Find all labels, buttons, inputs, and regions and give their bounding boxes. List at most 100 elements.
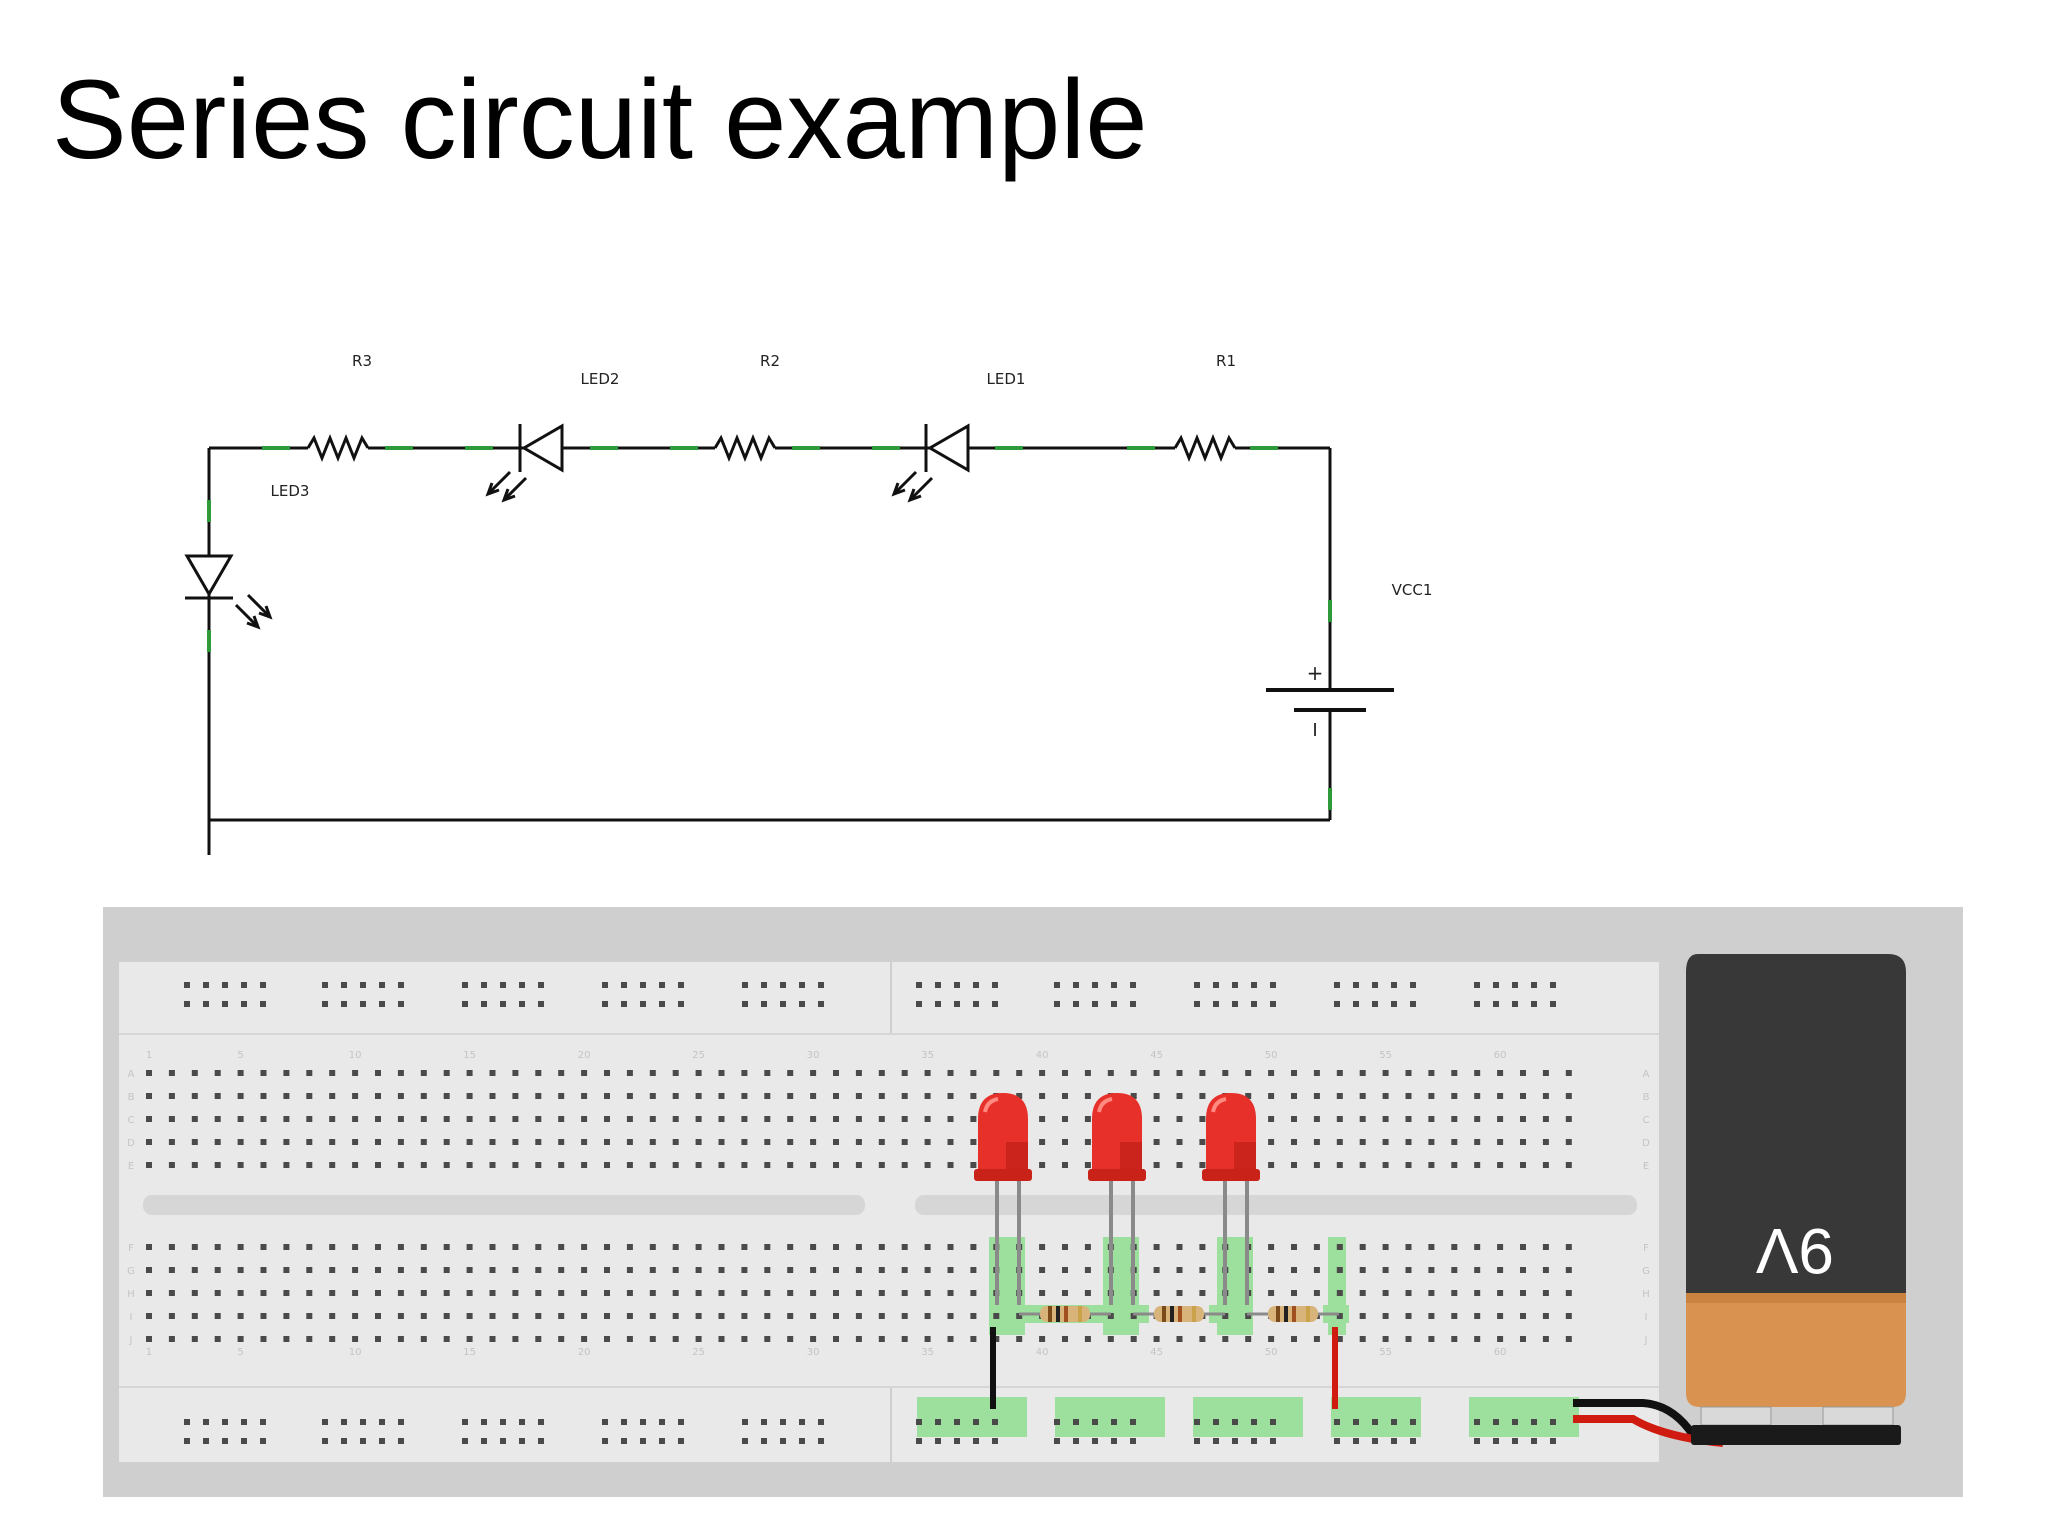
breadboard-hole[interactable]	[924, 1139, 931, 1145]
breadboard-hole[interactable]	[1542, 1070, 1549, 1076]
breadboard-hole[interactable]	[1550, 1419, 1556, 1425]
breadboard-hole[interactable]	[146, 1313, 152, 1319]
breadboard-hole[interactable]	[1268, 1290, 1275, 1296]
breadboard-hole[interactable]	[649, 1336, 656, 1342]
breadboard-hole[interactable]	[1565, 1290, 1572, 1296]
breadboard-hole[interactable]	[283, 1070, 290, 1076]
breadboard-hole[interactable]	[764, 1139, 771, 1145]
breadboard-hole[interactable]	[237, 1093, 244, 1099]
breadboard-hole[interactable]	[1199, 1093, 1206, 1099]
breadboard-hole[interactable]	[878, 1313, 885, 1319]
breadboard-hole[interactable]	[538, 1438, 544, 1444]
breadboard-hole[interactable]	[379, 1001, 385, 1007]
breadboard-hole[interactable]	[306, 1244, 313, 1250]
breadboard-hole[interactable]	[787, 1070, 794, 1076]
breadboard-hole[interactable]	[168, 1139, 175, 1145]
breadboard-hole[interactable]	[1062, 1116, 1068, 1122]
breadboard-hole[interactable]	[1334, 1438, 1340, 1444]
breadboard-hole[interactable]	[1336, 1313, 1343, 1319]
breadboard-hole[interactable]	[466, 1162, 473, 1168]
breadboard-hole[interactable]	[878, 1139, 885, 1145]
breadboard-hole[interactable]	[695, 1162, 702, 1168]
breadboard-hole[interactable]	[1493, 1438, 1499, 1444]
breadboard-hole[interactable]	[1336, 1162, 1343, 1168]
breadboard-hole[interactable]	[558, 1116, 565, 1122]
breadboard-hole[interactable]	[626, 1336, 633, 1342]
breadboard-hole[interactable]	[360, 1001, 366, 1007]
breadboard-hole[interactable]	[1092, 1419, 1098, 1425]
breadboard-hole[interactable]	[535, 1093, 542, 1099]
breadboard-hole[interactable]	[1353, 1438, 1359, 1444]
breadboard-hole[interactable]	[1054, 1419, 1060, 1425]
breadboard-hole[interactable]	[1130, 1336, 1137, 1342]
breadboard-hole[interactable]	[191, 1267, 198, 1273]
breadboard-hole[interactable]	[184, 1001, 190, 1007]
breadboard-hole[interactable]	[1291, 1267, 1297, 1273]
breadboard-hole[interactable]	[1382, 1093, 1389, 1099]
breadboard-hole[interactable]	[466, 1336, 473, 1342]
breadboard-hole[interactable]	[855, 1093, 862, 1099]
breadboard-hole[interactable]	[1062, 1336, 1068, 1342]
breadboard-hole[interactable]	[466, 1139, 473, 1145]
breadboard-hole[interactable]	[237, 1244, 244, 1250]
breadboard-hole[interactable]	[787, 1267, 794, 1273]
breadboard-hole[interactable]	[283, 1093, 290, 1099]
breadboard-hole[interactable]	[260, 1116, 267, 1122]
breadboard-hole[interactable]	[718, 1139, 725, 1145]
breadboard-hole[interactable]	[1039, 1162, 1046, 1168]
breadboard-hole[interactable]	[329, 1267, 336, 1273]
breadboard-hole[interactable]	[168, 1290, 175, 1296]
breadboard-hole[interactable]	[214, 1290, 221, 1296]
breadboard-hole[interactable]	[741, 1244, 748, 1250]
breadboard-hole[interactable]	[241, 1419, 247, 1425]
breadboard-hole[interactable]	[1565, 1162, 1572, 1168]
breadboard-hole[interactable]	[764, 1070, 771, 1076]
breadboard-hole[interactable]	[992, 1438, 998, 1444]
breadboard-hole[interactable]	[558, 1093, 565, 1099]
breadboard-hole[interactable]	[833, 1336, 839, 1342]
breadboard-hole[interactable]	[1428, 1313, 1435, 1319]
breadboard-hole[interactable]	[237, 1070, 244, 1076]
breadboard-hole[interactable]	[260, 1139, 267, 1145]
resistor-1[interactable]	[1019, 1306, 1111, 1322]
breadboard-hole[interactable]	[1474, 1116, 1481, 1122]
breadboard-hole[interactable]	[1107, 1336, 1114, 1342]
breadboard-hole[interactable]	[352, 1162, 359, 1168]
breadboard-hole[interactable]	[1405, 1244, 1412, 1250]
breadboard-hole[interactable]	[375, 1162, 381, 1168]
breadboard-hole[interactable]	[1291, 1244, 1297, 1250]
breadboard-hole[interactable]	[993, 1070, 1000, 1076]
breadboard-hole[interactable]	[237, 1139, 244, 1145]
breadboard-hole[interactable]	[329, 1244, 336, 1250]
breadboard-hole[interactable]	[602, 1001, 608, 1007]
breadboard-hole[interactable]	[481, 1438, 487, 1444]
breadboard-hole[interactable]	[1531, 1438, 1537, 1444]
breadboard-hole[interactable]	[1520, 1290, 1526, 1296]
breadboard-hole[interactable]	[901, 1116, 908, 1122]
breadboard-hole[interactable]	[1520, 1139, 1526, 1145]
breadboard-hole[interactable]	[1232, 1001, 1238, 1007]
breadboard-hole[interactable]	[1194, 1438, 1200, 1444]
breadboard-hole[interactable]	[146, 1162, 152, 1168]
breadboard-hole[interactable]	[878, 1244, 885, 1250]
breadboard-hole[interactable]	[462, 982, 468, 988]
breadboard-hole[interactable]	[1313, 1290, 1320, 1296]
breadboard-hole[interactable]	[1092, 1438, 1098, 1444]
breadboard-hole[interactable]	[1213, 1438, 1219, 1444]
breadboard-hole[interactable]	[741, 1336, 748, 1342]
breadboard-hole[interactable]	[398, 1419, 404, 1425]
breadboard-hole[interactable]	[375, 1313, 381, 1319]
breadboard-hole[interactable]	[604, 1093, 610, 1099]
breadboard-hole[interactable]	[833, 1290, 839, 1296]
breadboard-hole[interactable]	[443, 1267, 450, 1273]
breadboard-hole[interactable]	[306, 1162, 313, 1168]
breadboard-hole[interactable]	[512, 1093, 519, 1099]
breadboard-hole[interactable]	[602, 1438, 608, 1444]
breadboard-hole[interactable]	[341, 1438, 347, 1444]
breadboard-hole[interactable]	[1062, 1139, 1068, 1145]
breadboard-hole[interactable]	[780, 1419, 786, 1425]
breadboard-hole[interactable]	[352, 1244, 359, 1250]
breadboard-hole[interactable]	[535, 1267, 542, 1273]
breadboard-hole[interactable]	[1054, 1438, 1060, 1444]
breadboard-hole[interactable]	[855, 1116, 862, 1122]
